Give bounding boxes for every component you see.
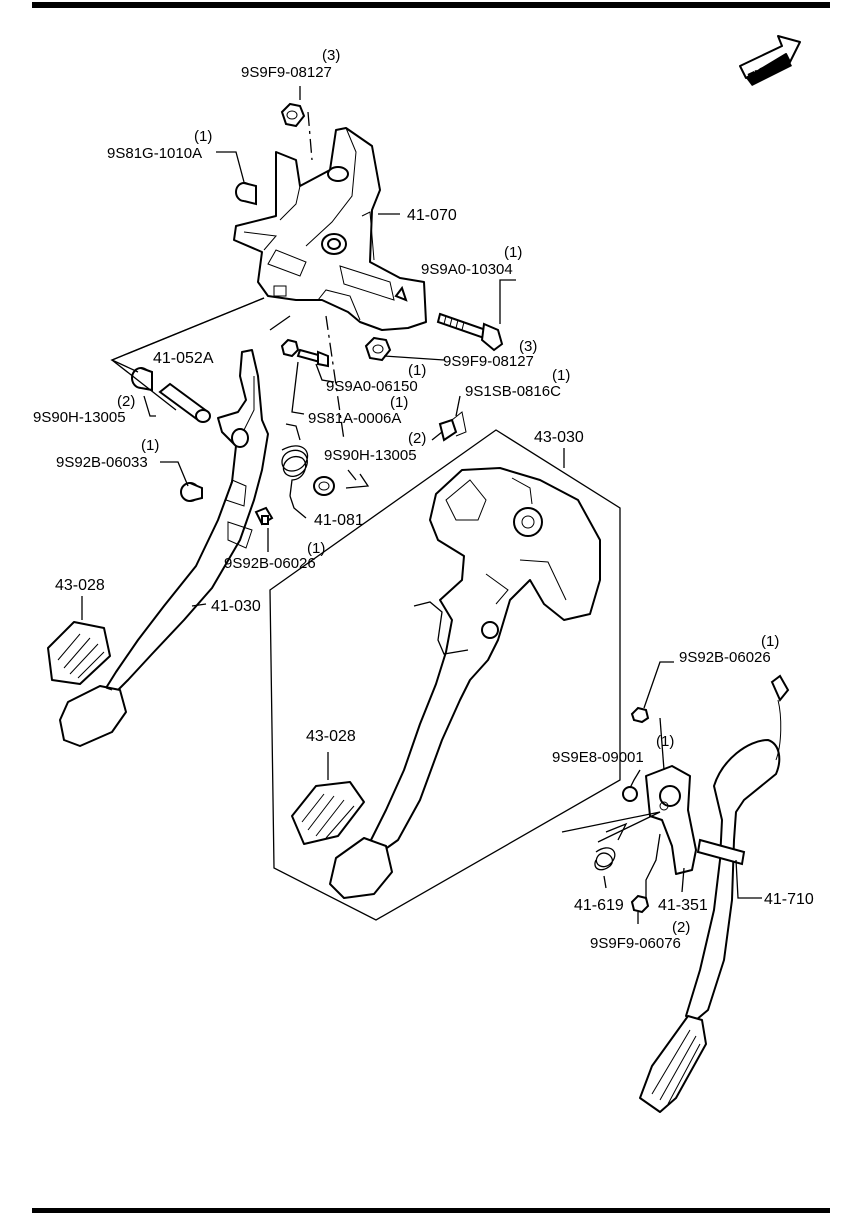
callout-part: 41-619 <box>574 897 624 914</box>
fwd-arrow-icon: FWD <box>739 35 801 86</box>
callout-part: 9S81A-0006A <box>308 410 401 427</box>
pedal-assembly-43-030 <box>329 467 601 899</box>
accelerator-pedal-41-710 <box>639 674 790 1113</box>
pin-41-052A <box>158 382 211 423</box>
callout-qty: (3) <box>519 338 537 355</box>
flange-nut-mid <box>364 336 392 362</box>
leader-lines <box>81 86 762 924</box>
bottom-border-rule <box>32 1208 830 1213</box>
pedal-pad-43-028-mid <box>291 781 365 845</box>
callout-part: 9S9F9-08127 <box>241 64 332 81</box>
callout-part: 9S1SB-0816C <box>465 383 561 400</box>
callout-qty: (1) <box>656 733 674 750</box>
callout-qty: (2) <box>408 430 426 447</box>
callout-qty: (1) <box>194 128 212 145</box>
callout-part: 41-070 <box>407 207 457 224</box>
pedal-bracket-41-070 <box>233 127 427 331</box>
callout-labels: (3) 9S9F9-08127 (1) 9S81G-1010A 41-070 (… <box>33 47 814 952</box>
callout-part: 9S9A0-10304 <box>421 261 513 278</box>
callout-part: 9S92B-06026 <box>224 555 316 572</box>
callout-qty: (2) <box>117 393 135 410</box>
callout-part: 9S90H-13005 <box>324 447 417 464</box>
callout-part: 9S9F9-06076 <box>590 935 681 952</box>
callout-part: 41-351 <box>658 897 708 914</box>
stopper-9S92B-06026-left <box>254 506 274 526</box>
spring-41-619 <box>594 822 628 871</box>
bolt-9S9A0-10304 <box>436 312 504 352</box>
callout-qty: (1) <box>307 540 325 557</box>
callout-part: 9S90H-13005 <box>33 409 126 426</box>
callout-qty: (1) <box>141 437 159 454</box>
nut-9S81A-0006A <box>280 338 300 358</box>
clip-9S1SB-0816C <box>438 411 467 442</box>
pedal-pad-43-028-left <box>47 621 111 685</box>
bushing-9S90H-mid <box>313 476 335 496</box>
callout-part: 43-030 <box>534 429 584 446</box>
bracket-41-351 <box>645 765 697 875</box>
callout-part: 41-081 <box>314 512 364 529</box>
callout-qty: (1) <box>552 367 570 384</box>
flange-nut-top <box>280 102 306 128</box>
callout-qty: (1) <box>761 633 779 650</box>
callout-part: 9S9A0-06150 <box>326 378 418 395</box>
pedal-assembly-box-43-030 <box>269 429 621 921</box>
callout-part: 9S9F9-08127 <box>443 353 534 370</box>
callout-part: 41-052A <box>153 350 214 367</box>
callout-part: 41-030 <box>211 598 261 615</box>
stopper-9S92B-06033 <box>180 482 203 502</box>
bolt-9S9A0-06150 <box>296 348 329 368</box>
callout-part: 9S92B-06026 <box>679 649 771 666</box>
callout-qty: (3) <box>322 47 340 64</box>
callout-part: 43-028 <box>306 728 356 745</box>
callout-part: 9S92B-06033 <box>56 454 148 471</box>
washer-9S9E8-09001 <box>622 786 638 802</box>
bushing-9S81G <box>235 182 257 206</box>
callout-part: 9S81G-1010A <box>107 145 202 162</box>
clutch-pedal-41-030 <box>59 349 269 747</box>
return-spring-41-081 <box>281 423 309 497</box>
callout-part: 43-028 <box>55 577 105 594</box>
callout-qty: (1) <box>390 394 408 411</box>
callout-qty: (1) <box>408 362 426 379</box>
callout-part: 9S9E8-09001 <box>552 749 644 766</box>
nut-9S9F9-06076 <box>630 894 650 914</box>
callout-part: 41-710 <box>764 891 814 908</box>
callout-qty: (2) <box>672 919 690 936</box>
callout-qty: (1) <box>504 244 522 261</box>
bolt-9S92B-06026-right <box>630 706 650 724</box>
top-border-rule <box>32 2 830 8</box>
